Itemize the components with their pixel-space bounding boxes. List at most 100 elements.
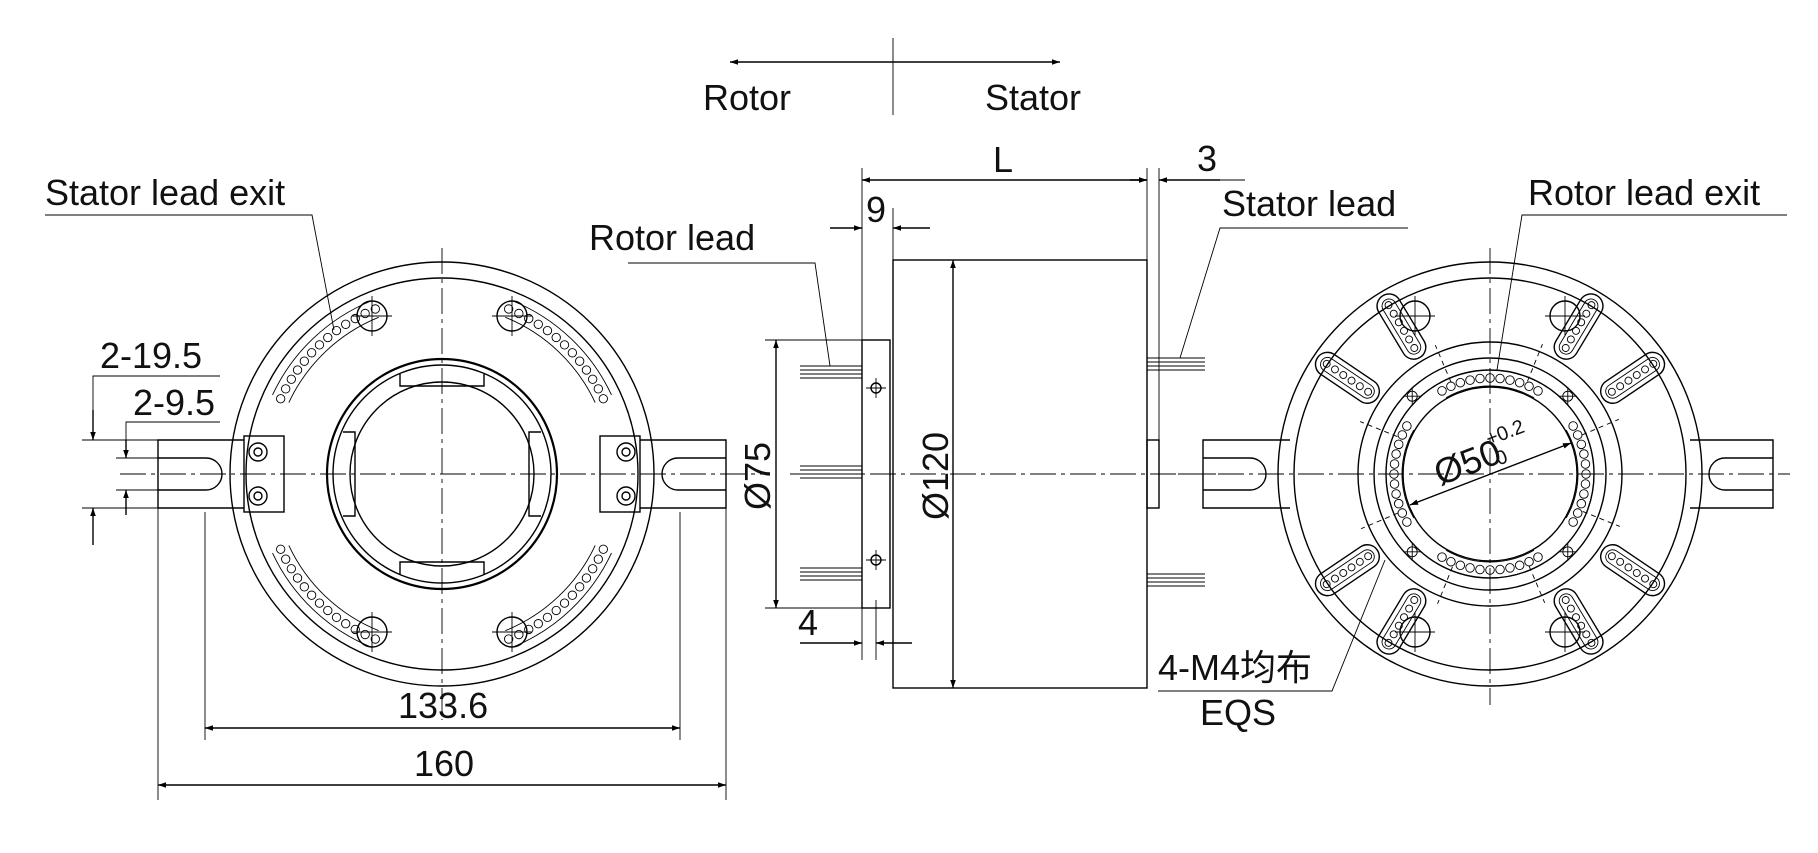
lead-wire-bead (588, 564, 598, 574)
lead-wire-bead (581, 365, 592, 375)
lead-wire-bead (360, 308, 370, 319)
lead-wire-bead (370, 634, 380, 644)
rotor-slots (1314, 293, 1666, 655)
lead-wire-bead (292, 573, 303, 583)
radial-tick (1582, 511, 1620, 527)
lead-wire-bead (1391, 449, 1401, 459)
rotor-slot (1314, 351, 1381, 404)
dim-flange-thickness: 4 (798, 602, 818, 643)
lead-wire-bead (575, 582, 585, 592)
lead-wire-bead (1533, 386, 1543, 396)
lead-wire-bead (542, 612, 553, 623)
rotor-slot (1599, 544, 1666, 597)
lead-wire-bead (1485, 565, 1495, 575)
rotor-stator-indicator: Rotor Stator (703, 38, 1081, 118)
lead-wire-bead (598, 394, 608, 404)
lead-wire-bead (1446, 381, 1456, 392)
dim-rotor-diameter: Ø75 (737, 442, 778, 510)
lead-wire-bead (1576, 439, 1587, 450)
lead-wire-bead (524, 313, 534, 324)
lead-wire-bead (331, 325, 342, 336)
rotor-lead-exit-wires (1360, 344, 1620, 604)
lead-wire-bead (281, 554, 291, 564)
lead-channel-edge (511, 300, 612, 396)
lead-wire-bead (306, 590, 317, 600)
lead-wire-bead (593, 384, 603, 394)
lead-wire-bead (1397, 430, 1408, 440)
lead-wire-bead (323, 332, 333, 343)
lead-wire-bead (1572, 430, 1583, 440)
dim-hole-spacing: 133.6 (398, 685, 488, 726)
lead-wire-bead (598, 544, 608, 554)
lead-wire-bead (331, 612, 342, 623)
lead-wire-bead (1576, 498, 1587, 509)
rotor-lead-exit-label: Rotor lead exit (1528, 172, 1760, 213)
lead-wire-bead (504, 634, 514, 644)
lead-wire-bead (567, 590, 578, 600)
stator-lead-wires (1147, 357, 1205, 587)
dim-slot-width: 2-19.5 (100, 335, 202, 376)
lead-wire-bead (1514, 377, 1525, 388)
lead-wire-bead (575, 356, 585, 366)
lead-channel-edge (288, 316, 379, 403)
lead-wire-bead (1505, 375, 1515, 385)
lead-wire-bead (323, 605, 333, 616)
lead-wire-bead (1465, 563, 1475, 573)
lead-wire-bead (1437, 552, 1447, 562)
lead-wire-bead (1495, 373, 1505, 384)
rotor-lead-wires (800, 365, 862, 581)
radial-tick (1360, 512, 1399, 530)
stator-direction-label: Stator (985, 77, 1081, 118)
radial-tick (1434, 344, 1452, 383)
lead-wire-bead (581, 573, 592, 583)
lead-wire-bead (350, 624, 360, 635)
lead-wire-bead (551, 605, 561, 616)
lead-wire-bead (286, 374, 296, 384)
dim-bore-tol-upper: +0.2 (1483, 416, 1528, 451)
lead-wire-bead (542, 325, 553, 336)
lead-channel-edge (272, 300, 373, 396)
lead-wire-bead (1389, 479, 1400, 489)
lead-wire-bead (559, 340, 570, 350)
lead-wire-bead (306, 348, 317, 358)
lead-wire-bead (360, 629, 370, 640)
lead-wire-bead (567, 348, 578, 358)
lead-channel-edge (505, 545, 596, 632)
lead-wire-bead (533, 319, 543, 329)
lead-wire-bead (588, 374, 598, 384)
lead-wire-bead (593, 554, 603, 564)
lead-wire-bead (1580, 459, 1591, 469)
mount-holes-eqs: EQS (1200, 692, 1276, 733)
radial-tick (1360, 421, 1398, 437)
lead-wire-bead (1581, 469, 1591, 479)
lead-wire-bead (551, 332, 561, 343)
lead-wire-bead (370, 304, 380, 314)
lead-wire-bead (292, 365, 303, 375)
lead-wire-bead (1446, 556, 1456, 567)
lead-wire-bead (1397, 508, 1408, 518)
lead-wire-bead (341, 619, 351, 629)
lead-channel-edge (511, 552, 612, 648)
lead-wire-bead (1572, 508, 1583, 518)
dim-slot-inner: 2-9.5 (133, 382, 215, 423)
lead-wire-bead (1455, 377, 1466, 388)
rotor-slot (1314, 544, 1381, 597)
lead-wire-bead (1495, 564, 1505, 575)
rotor-slot (1553, 293, 1604, 360)
lead-channel-edge (1445, 549, 1535, 563)
lead-wire-bead (1514, 560, 1525, 571)
lead-wire-bead (514, 308, 524, 319)
lead-wire-bead (341, 319, 351, 329)
radial-tick (1527, 344, 1543, 382)
radial-tick (1528, 565, 1546, 604)
lead-wire-bead (1568, 517, 1578, 527)
lead-wire-bead (1391, 489, 1401, 499)
lead-wire-bead (314, 340, 325, 350)
lead-wire-bead (276, 394, 286, 404)
lead-wire-bead (1579, 449, 1589, 459)
lead-wire-bead (299, 582, 309, 592)
rotor-slot (1376, 588, 1427, 655)
lead-wire-bead (1475, 564, 1485, 575)
lead-wire-bead (1455, 560, 1466, 571)
